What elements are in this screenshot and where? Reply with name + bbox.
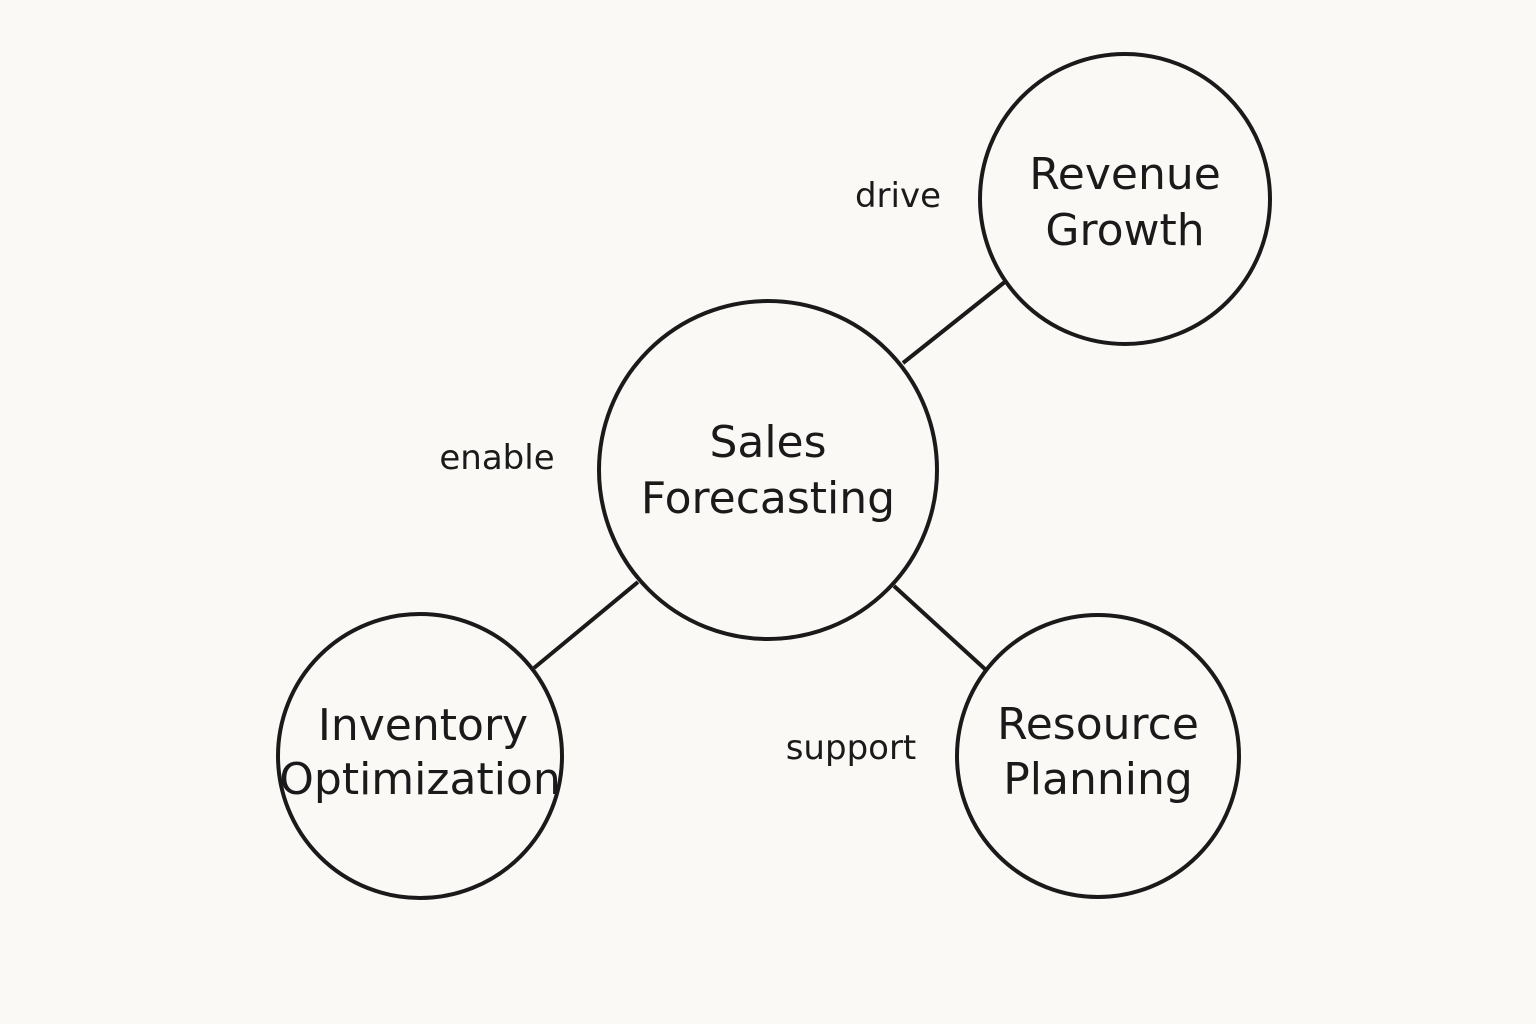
node-label-sales-forecasting-line1: Sales	[709, 417, 826, 468]
edge-label-support: support	[786, 728, 917, 768]
edge-label-enable: enable	[439, 438, 554, 478]
node-label-sales-forecasting-line2: Forecasting	[641, 473, 895, 524]
edge-line-drive	[901, 279, 1008, 365]
node-circle-inventory-optimization	[276, 612, 564, 900]
node-label-revenue-growth-line1: Revenue	[1029, 149, 1221, 200]
node-circle-revenue-growth	[978, 52, 1272, 346]
node-circle-resource-planning	[955, 613, 1241, 899]
node-label-inventory-optimization-line1: Inventory	[318, 700, 528, 751]
node-revenue-growth: Revenue Growth	[978, 52, 1272, 346]
node-label-inventory-optimization-line2: Optimization	[279, 754, 560, 805]
edge-line-enable	[532, 580, 640, 670]
node-label-resource-planning-line2: Planning	[1003, 754, 1193, 805]
edge-label-drive: drive	[855, 176, 941, 216]
node-sales-forecasting: Sales Forecasting	[597, 299, 939, 641]
node-resource-planning: Resource Planning	[955, 613, 1241, 899]
edge-line-support	[892, 584, 988, 672]
node-label-resource-planning-line1: Resource	[997, 699, 1199, 750]
node-inventory-optimization: Inventory Optimization	[276, 612, 564, 900]
node-label-revenue-growth-line2: Growth	[1045, 205, 1204, 256]
node-circle-sales-forecasting	[597, 299, 939, 641]
